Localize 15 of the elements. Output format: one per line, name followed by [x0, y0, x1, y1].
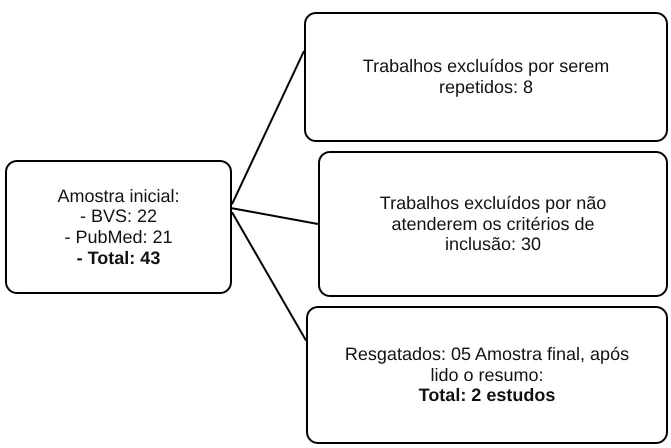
box-text: Trabalhos excluídos por serem repetidos: 8: [362, 56, 610, 98]
box-text: - BVS: 22: [80, 206, 158, 227]
box-text: Total: 2 estudos: [418, 385, 556, 406]
connector-line: [231, 50, 305, 205]
process-box: [5, 160, 232, 294]
process-box: [306, 306, 668, 444]
box-text: - PubMed: 21: [64, 227, 173, 248]
box-text: Amostra inicial:: [57, 186, 180, 206]
process-box: [304, 12, 668, 142]
box-text: Trabalhos excluídos por não atenderem os critérios de inclusão: 30: [378, 192, 608, 256]
process-box: [318, 151, 668, 297]
connector-line: [232, 207, 318, 225]
box-text: - Total: 43: [76, 248, 160, 268]
box-text: Resgatados: 05 Amostra final, após lido o resumo:: [344, 344, 630, 386]
connector-line: [231, 212, 307, 341]
